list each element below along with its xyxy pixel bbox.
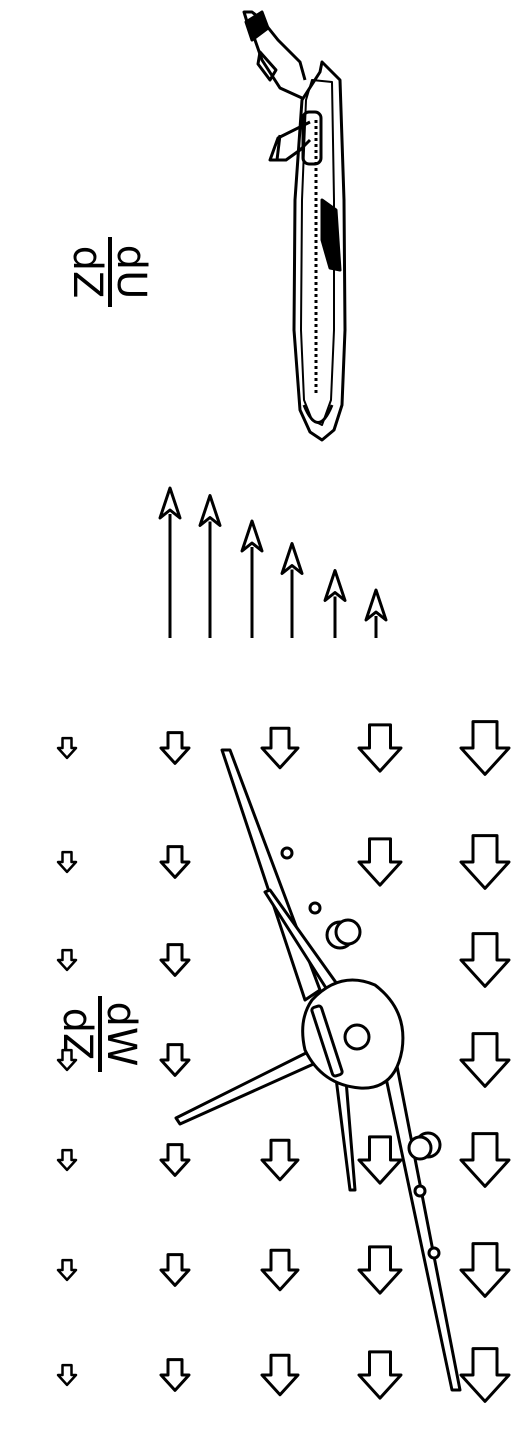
wind-arrow <box>359 1352 401 1398</box>
cockpit-window <box>345 1025 369 1049</box>
du-dz-label: dU dZ <box>64 237 154 307</box>
wind-arrow <box>161 945 189 976</box>
aircraft-side-view <box>244 12 345 440</box>
engine-lower-inner <box>409 1137 431 1159</box>
wing-upper <box>222 750 320 1000</box>
shear-arrow <box>366 590 386 638</box>
wind-arrow <box>262 1250 298 1290</box>
shear-arrow <box>160 488 180 638</box>
engine-upper-inner <box>336 920 360 944</box>
wind-arrow <box>161 733 189 764</box>
stabilizer-left <box>176 1050 318 1124</box>
wind-arrow <box>58 1150 76 1170</box>
pod-upper-1 <box>282 848 292 858</box>
wind-arrow <box>161 1145 189 1176</box>
wing-lower <box>378 1030 460 1390</box>
shear-arrow-head <box>366 590 386 620</box>
wind-arrow <box>461 1134 509 1187</box>
wind-arrow <box>461 722 509 775</box>
shear-arrow <box>282 544 302 639</box>
wind-arrow <box>461 836 509 889</box>
shear-arrow <box>242 521 262 638</box>
wind-arrow <box>262 1140 298 1180</box>
wind-arrow <box>359 1137 401 1183</box>
wind-arrow <box>359 725 401 771</box>
shear-arrow <box>325 571 345 639</box>
pod-upper-2 <box>310 903 320 913</box>
wind-arrow <box>161 1045 189 1076</box>
wind-arrow <box>58 852 76 872</box>
wind-arrow <box>461 934 509 987</box>
shear-arrows <box>160 488 386 638</box>
wind-arrow <box>461 1244 509 1297</box>
shear-arrow-head <box>200 496 220 526</box>
du-numerator-text: dU <box>108 245 154 300</box>
shear-arrow-head <box>160 488 180 518</box>
shear-arrow-head <box>282 544 302 574</box>
fin-tip <box>246 12 268 40</box>
shear-arrow-head <box>325 571 345 601</box>
wind-arrow <box>359 1247 401 1293</box>
wind-arrow <box>262 1355 298 1395</box>
wind-arrow <box>58 1365 76 1385</box>
wind-arrow <box>461 1349 509 1402</box>
wind-arrow <box>161 847 189 878</box>
du-denominator-text: dZ <box>64 246 110 299</box>
pod-lower-1 <box>415 1186 425 1196</box>
dw-numerator-text: dW <box>98 1002 144 1067</box>
wind-arrow <box>58 950 76 970</box>
wind-arrow <box>262 728 298 768</box>
wind-arrow <box>58 1260 76 1280</box>
wind-arrow <box>161 1255 189 1286</box>
wind-arrow <box>359 839 401 885</box>
pod-lower-2 <box>429 1248 439 1258</box>
shear-arrow <box>200 496 220 639</box>
wind-arrow <box>58 738 76 758</box>
aircraft-front-view <box>176 750 460 1390</box>
dw-denominator-text: dZ <box>54 1008 100 1061</box>
wind-arrow <box>161 1360 189 1391</box>
shear-arrow-head <box>242 521 262 551</box>
wind-arrow <box>461 1034 509 1087</box>
wing <box>322 200 340 270</box>
